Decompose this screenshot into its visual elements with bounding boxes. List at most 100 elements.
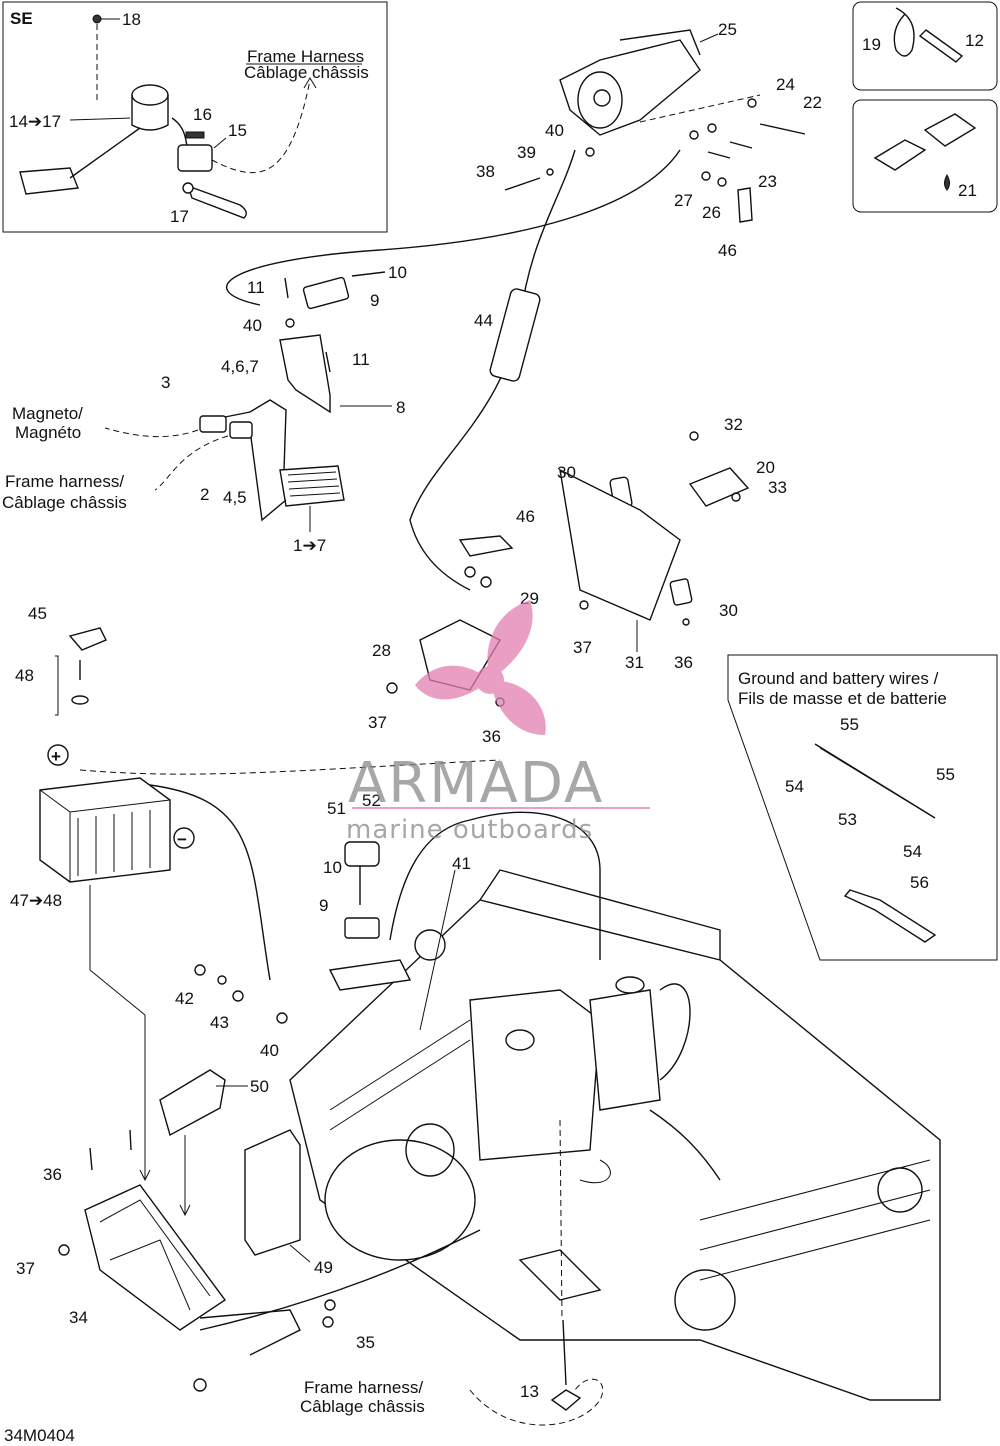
cap-41-icon — [414, 929, 446, 961]
washer-40a-icon — [585, 147, 595, 157]
callout-47-48: 47➔48 — [10, 891, 62, 910]
callout-24: 24 — [776, 75, 795, 94]
callout-23: 23 — [758, 172, 777, 191]
callout-12: 12 — [965, 31, 984, 50]
callout-10b: 10 — [323, 858, 342, 877]
connector-51-icon — [344, 841, 380, 867]
frame-and-engine: 41 51 52 10 9 35 13 Frame harness/ Câbla… — [193, 791, 941, 1426]
inset-se-frame — [2, 1, 388, 233]
callout-44: 44 — [474, 311, 493, 330]
exhaust-pipe-icon — [649, 1109, 721, 1181]
relay-20-icon — [688, 467, 750, 507]
label-magneto-line1: Magneto/ — [12, 404, 83, 423]
callout-30b: 30 — [719, 601, 738, 620]
ground-hardware: 42 43 40 — [175, 964, 288, 1060]
callout-26: 26 — [702, 203, 721, 222]
armada-watermark: ARMADA marine outboards — [346, 600, 650, 845]
callout-8: 8 — [396, 398, 405, 417]
battery-plus-symbol: + — [51, 747, 61, 766]
clip-30c-icon — [669, 578, 693, 606]
callout-48: 48 — [15, 666, 34, 685]
bracket-31-icon — [559, 468, 681, 621]
callout-41: 41 — [452, 854, 471, 873]
inset-se-screw-icon — [92, 14, 102, 24]
callout-33: 33 — [768, 478, 787, 497]
sender-float-icon — [19, 167, 79, 195]
nut-37b-icon — [386, 682, 398, 694]
starter-cable — [409, 149, 576, 591]
callout-37a: 37 — [573, 638, 592, 657]
label-frame-harness-bottom-line1: Frame harness/ — [304, 1378, 423, 1397]
nut-33-icon — [731, 492, 741, 502]
bracket-8-icon — [279, 334, 331, 414]
boot-46b-icon — [458, 535, 514, 557]
frame-tube-icon — [469, 811, 601, 960]
nut-42-icon — [194, 964, 206, 976]
screw-11a-icon — [284, 277, 289, 299]
callout-39: 39 — [517, 143, 536, 162]
bolt-38-icon — [504, 177, 541, 191]
callout-3: 3 — [161, 373, 170, 392]
callout-17: 17 — [170, 207, 189, 226]
callout-2: 2 — [200, 485, 209, 504]
inset-se-note-line2: Câblage châssis — [244, 63, 369, 82]
regulator-assembly: 11 40 9 10 11 8 1➔7 3 4,6,7 2 4,5 Magnet… — [2, 263, 407, 555]
inset-se-label: SE — [10, 9, 33, 28]
label-frame-harness-left-line1: Frame harness/ — [5, 472, 124, 491]
watermark-tagline: marine outboards — [346, 815, 593, 845]
callout-46a: 46 — [718, 241, 737, 260]
callout-32: 32 — [724, 415, 743, 434]
inset-se: SE Frame Harness Câblage châssis 18 14➔1… — [2, 1, 388, 233]
ground-box-frame — [727, 654, 998, 961]
callout-13: 13 — [520, 1382, 539, 1401]
bolt-23b-icon — [707, 151, 731, 159]
inset-tie-frame — [852, 1, 998, 91]
cover-49-icon — [244, 1129, 301, 1256]
sender-head-icon — [131, 84, 169, 106]
screw-10a-icon — [351, 271, 386, 277]
bolt-22-icon — [759, 123, 806, 135]
callout-11a: 11 — [247, 278, 265, 297]
clip-9b-icon — [344, 917, 380, 939]
connector-2-icon — [229, 421, 253, 439]
callout-21: 21 — [958, 181, 977, 200]
ground-battery-box: Ground and battery wires / Fils de masse… — [727, 654, 998, 961]
callout-30a: 30 — [557, 463, 576, 482]
callout-31: 31 — [625, 653, 644, 672]
boot-46-icon — [737, 187, 753, 223]
bolt-23a-icon — [729, 141, 753, 149]
callout-50: 50 — [250, 1077, 269, 1096]
inset-connector-frame — [852, 99, 998, 213]
callout-36b: 36 — [482, 727, 501, 746]
crimper-56-icon — [843, 889, 937, 943]
callout-40c: 40 — [260, 1041, 279, 1060]
callout-51: 51 — [327, 799, 346, 818]
callout-4-6-7: 4,6,7 — [221, 357, 259, 376]
callout-35: 35 — [356, 1333, 375, 1352]
ground-box-title-line2: Fils de masse et de batterie — [738, 689, 947, 708]
inset-top-right: 19 12 21 — [852, 1, 998, 213]
washer-27-icon — [701, 171, 711, 181]
callout-54a: 54 — [785, 777, 804, 796]
screw-36a-icon — [682, 618, 690, 626]
label-frame-harness-left-line2: Câblage châssis — [2, 493, 127, 512]
callout-42: 42 — [175, 989, 194, 1008]
callout-18: 18 — [122, 10, 141, 29]
label-frame-harness-bottom-line2: Câblage châssis — [300, 1397, 425, 1416]
callout-9b: 9 — [319, 896, 328, 915]
battery-minus-symbol: − — [177, 830, 187, 849]
ground-box-title-line1: Ground and battery wires / — [738, 669, 939, 688]
sender-arm — [69, 127, 141, 179]
nut-37a-icon — [579, 600, 589, 610]
connector-male-icon — [873, 139, 927, 171]
stud-13-icon — [562, 1319, 567, 1386]
watermark-brand: ARMADA — [348, 751, 604, 816]
callout-9a: 9 — [370, 291, 379, 310]
callout-38: 38 — [476, 162, 495, 181]
battery-minus-icon — [173, 827, 195, 849]
battery-assembly: 45 48 + − 47➔48 — [10, 604, 501, 1182]
callout-25: 25 — [718, 20, 737, 39]
callout-45: 45 — [28, 604, 47, 623]
callout-34: 34 — [69, 1308, 88, 1327]
